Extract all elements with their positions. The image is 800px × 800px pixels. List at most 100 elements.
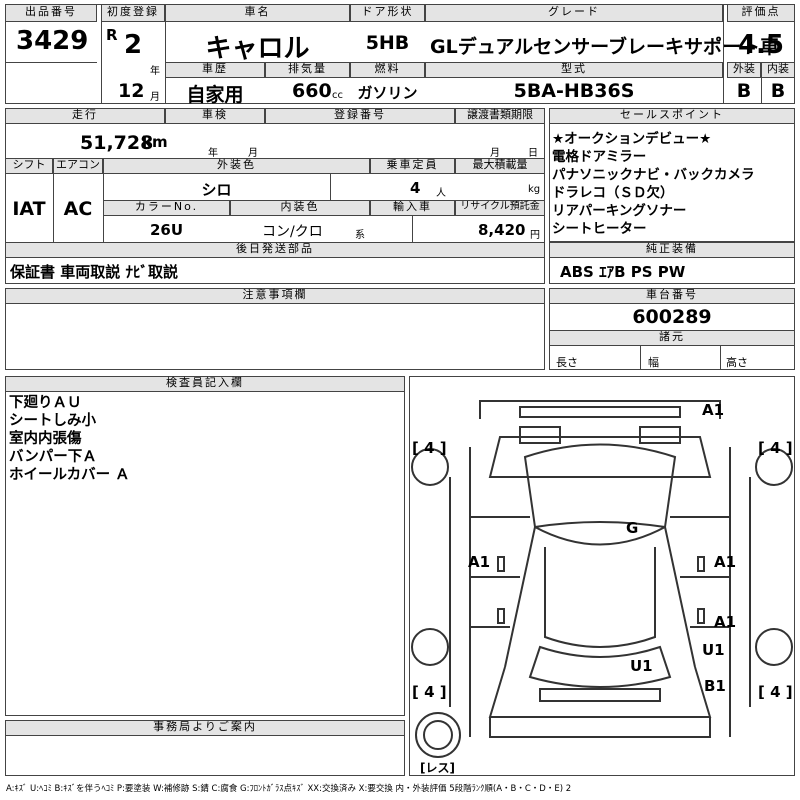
- import-label: 輸入車: [370, 200, 455, 216]
- lot-label: 出品番号: [5, 4, 97, 22]
- spec-length: 長さ: [556, 356, 578, 369]
- reg-year-unit: 年: [150, 66, 160, 77]
- ext-label: 外装: [727, 62, 761, 78]
- history: 自家用: [186, 84, 244, 106]
- chassis-label: 車台番号: [549, 288, 795, 304]
- ext-grade: B: [736, 80, 752, 102]
- model: 5BA-HB36S: [513, 80, 635, 102]
- grade: GLデュアルセンサーブレーキサポート車: [430, 36, 779, 58]
- mark-hood: G: [626, 519, 639, 537]
- mark-right-mid: A1: [714, 553, 737, 571]
- mark-left-mid: A1: [468, 553, 491, 571]
- sales-line: リアパーキングソナー: [552, 203, 687, 219]
- mark-right-rear: A1: [714, 613, 737, 631]
- disp-unit: cc: [332, 90, 343, 101]
- fuel-label: 燃料: [350, 62, 425, 78]
- capacity-unit: 人: [436, 188, 446, 199]
- inspection-label: 車検: [165, 108, 265, 124]
- load-unit: kg: [528, 184, 541, 195]
- ac-label: エアコン: [53, 158, 103, 174]
- mileage: 51,728: [80, 132, 154, 154]
- first-reg-label: 初度登録: [101, 4, 165, 22]
- int-label: 内装: [761, 62, 795, 78]
- recycle-label: リサイクル預託金: [455, 200, 545, 216]
- interior-unit: 系: [355, 230, 365, 241]
- spec-width: 幅: [648, 356, 659, 369]
- recycle-unit: 円: [530, 230, 540, 241]
- inspector-line: ホイールカバー Ａ: [9, 467, 130, 483]
- capacity: 4: [410, 179, 421, 197]
- inspector-line: バンパー下Ａ: [9, 449, 97, 465]
- interior: コン/クロ: [262, 224, 323, 240]
- shift: IAT: [12, 198, 46, 220]
- spec-label: 諸元: [549, 330, 795, 346]
- score-label: 評価点: [727, 4, 795, 22]
- grade-label: グレード: [425, 4, 723, 22]
- sales-line: 電格ドアミラー: [552, 149, 647, 165]
- legend: A:ｷｽﾞ U:ﾍｺﾐ B:ｷｽﾞを伴うﾍｺﾐ P:要塗装 W:補修跡 S:錆 …: [6, 784, 572, 794]
- model-label: 型式: [425, 62, 723, 78]
- mark-rear-u1: U1: [702, 641, 725, 659]
- door: 5HB: [365, 32, 410, 54]
- colorno: 26U: [149, 221, 184, 239]
- ac: AC: [63, 198, 93, 220]
- fuel: ガソリン: [357, 84, 418, 102]
- reg-month-unit: 月: [150, 92, 160, 103]
- sales-line: パナソニックナビ・バックカメラ: [552, 167, 755, 183]
- transfer-label: 譲渡書類期限: [455, 108, 545, 124]
- color: シロ: [201, 181, 232, 199]
- lot-number: 3429: [16, 26, 89, 56]
- color-label: 外装色: [103, 158, 370, 174]
- interior-label: 内装色: [230, 200, 370, 216]
- score: 4.5: [737, 30, 785, 60]
- mileage-unit: km: [142, 133, 168, 151]
- colorno-label: カラーNo.: [103, 200, 230, 216]
- era: R: [106, 26, 118, 44]
- mileage-label: 走行: [5, 108, 165, 124]
- reg-year: 2: [124, 30, 143, 60]
- car-outline: [411, 400, 793, 758]
- equip-value: ABS ｴｱB PS PW: [560, 263, 686, 281]
- car-name: キャロル: [205, 34, 310, 64]
- car-diagram: A1 G A1 A1 A1 U1 U1 B1 [ 4 ] [ 4 ] [ 4 ]…: [409, 376, 795, 776]
- shift-label: シフト: [5, 158, 53, 174]
- capacity-label: 乗車定員: [370, 158, 455, 174]
- tire-front-right: [ 4 ]: [758, 439, 793, 457]
- sales-line: ドラレコ（ＳＤ欠）: [552, 185, 674, 201]
- tire-rear-left: [ 4 ]: [412, 683, 447, 701]
- mark-rear-b1: B1: [704, 677, 726, 695]
- transfer-month: 月: [490, 148, 500, 159]
- equip-label: 純正装備: [549, 242, 795, 258]
- insp-month: 月: [248, 148, 258, 159]
- mark-rear-center: U1: [630, 657, 653, 675]
- sales-line: シートヒーター: [552, 221, 647, 237]
- sales-line: ★オークションデビュー★: [552, 131, 712, 147]
- transfer-day: 日: [528, 148, 538, 159]
- recycle: 8,420: [478, 221, 526, 239]
- notes-label: 注意事項欄: [5, 288, 545, 304]
- sales-label: セールスポイント: [549, 108, 795, 124]
- chassis-number: 600289: [632, 306, 712, 328]
- office-label: 事務局よりご案内: [5, 720, 405, 736]
- reg-month: 12: [118, 80, 145, 102]
- inspector-line: 室内内張傷: [9, 431, 82, 447]
- disp-label: 排気量: [265, 62, 350, 78]
- later-label: 後日発送部品: [5, 242, 545, 258]
- disp: 660: [292, 80, 332, 102]
- mark-front: A1: [702, 401, 725, 419]
- sales-list: ★オークションデビュー★ 電格ドアミラー パナソニックナビ・バックカメラ ドラレ…: [552, 130, 755, 238]
- insp-year: 年: [208, 148, 218, 159]
- inspector-list: 下廻りＡＵ シートしみ小 室内内張傷 バンパー下Ａ ホイールカバー Ａ: [9, 394, 130, 484]
- history-label: 車歴: [165, 62, 265, 78]
- inspector-label: 検査員記入欄: [5, 376, 405, 392]
- inspector-line: 下廻りＡＵ: [9, 395, 82, 411]
- int-grade: B: [770, 80, 786, 102]
- car-name-label: 車名: [165, 4, 350, 22]
- door-label: ドア形状: [350, 4, 425, 22]
- tire-front-left: [ 4 ]: [412, 439, 447, 457]
- load-label: 最大積載量: [455, 158, 545, 174]
- later-parts: 保証書 車両取説 ﾅﾋﾞ取説: [10, 263, 178, 281]
- spec-height: 高さ: [726, 356, 748, 369]
- inspector-line: シートしみ小: [9, 413, 96, 429]
- tire-rear-right: [ 4 ]: [758, 683, 793, 701]
